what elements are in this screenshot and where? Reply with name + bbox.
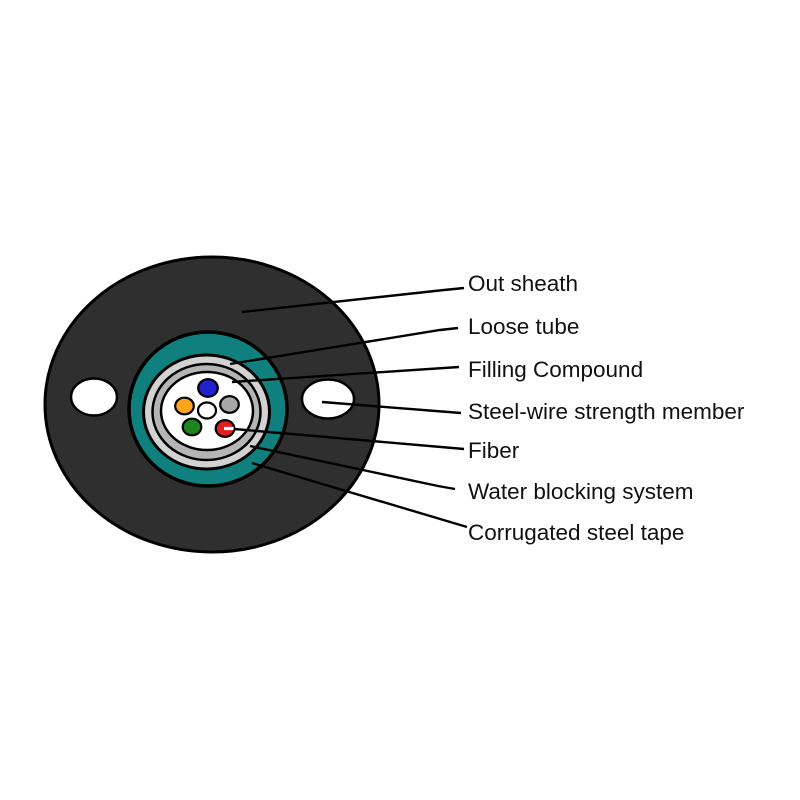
label-steel-wire-strength-member: Steel-wire strength member <box>468 399 745 424</box>
label-loose-tube: Loose tube <box>468 314 579 339</box>
leader-line-loose-tube <box>229 326 459 366</box>
fiber-dot-gray <box>219 395 240 414</box>
fiber-dot-orange <box>174 396 195 416</box>
center-filler-dot <box>196 401 218 420</box>
label-out-sheath: Out sheath <box>468 271 578 296</box>
fiber-dot-green <box>181 417 203 437</box>
label-corrugated-steel-tape: Corrugated steel tape <box>468 520 684 545</box>
leader-lines <box>229 286 468 529</box>
part-labels: Out sheath Loose tube Filling Compound S… <box>468 271 745 545</box>
fiber-dot-blue <box>197 378 219 398</box>
steel-wire-hole-right <box>300 378 356 420</box>
steel-wire-hole-left <box>69 377 119 417</box>
label-filling-compound: Filling Compound <box>468 357 643 382</box>
leader-line-corrugated-steel-tape <box>251 461 468 529</box>
leader-line-steel-wire <box>321 400 462 415</box>
label-water-blocking-system: Water blocking system <box>468 479 693 504</box>
cable-body <box>43 255 381 554</box>
leader-line-water-blocking <box>249 444 456 491</box>
label-fiber: Fiber <box>468 438 520 463</box>
leader-line-filling-compound <box>231 365 460 384</box>
fiber-bundle <box>174 378 240 438</box>
leader-line-out-sheath <box>241 286 465 314</box>
leader-line-fiber <box>233 427 465 451</box>
